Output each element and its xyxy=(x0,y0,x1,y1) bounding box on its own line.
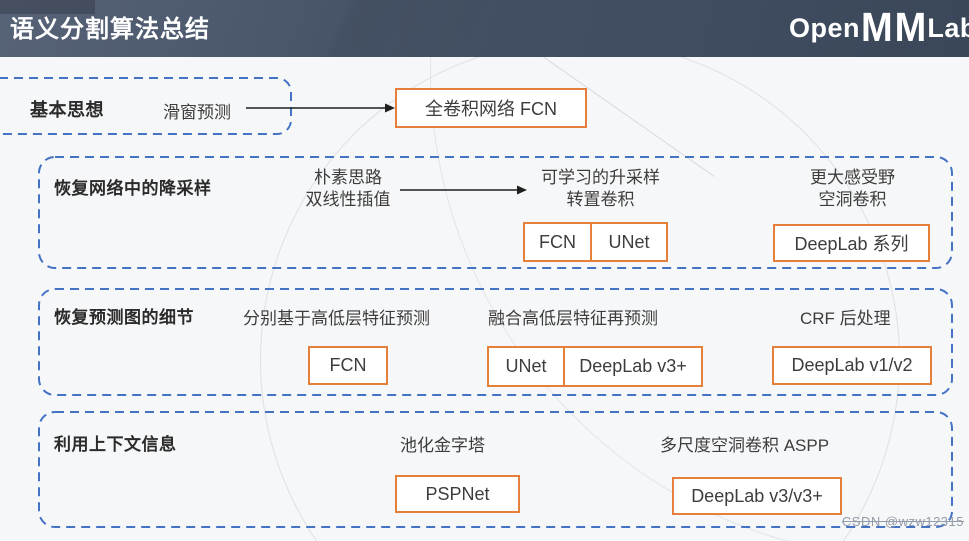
label-line: 转置卷积 xyxy=(566,190,635,209)
flow-arrow xyxy=(400,185,527,195)
logo-text-lab: Lab xyxy=(927,13,969,43)
dashed-border xyxy=(38,411,953,528)
label-sliding-window: 滑窗预测 xyxy=(163,103,231,122)
label-separate-prediction: 分别基于高低层特征预测 xyxy=(243,309,430,328)
model-chip-fcn-full: 全卷积网络 FCN xyxy=(395,88,587,128)
logo-m-icon: M xyxy=(894,5,927,52)
label-aspp: 多尺度空洞卷积 ASPP xyxy=(660,436,830,455)
model-chip-group: FCN UNet xyxy=(523,222,668,262)
label-line: 可学习的升采样 xyxy=(541,168,660,187)
flow-arrow xyxy=(246,103,395,113)
model-chip-unet: UNet xyxy=(590,222,668,262)
section-downsampling xyxy=(38,156,953,269)
logo-m-icon: M xyxy=(861,5,893,52)
label-line: 空洞卷积 xyxy=(818,190,887,209)
section-prediction-details xyxy=(38,288,953,396)
model-chip-deeplab-v1v2: DeepLab v1/v2 xyxy=(772,346,932,385)
logo-text-open: Open xyxy=(789,13,861,43)
dashed-border xyxy=(0,77,292,135)
csdn-watermark: CSDN @wzw12315 xyxy=(841,514,964,529)
label-line: 更大感受野 xyxy=(810,168,895,187)
label-receptive-field: 更大感受野 空洞卷积 xyxy=(780,167,925,211)
section-context-info xyxy=(38,411,953,528)
model-chip-deeplab-v3plus: DeepLab v3+ xyxy=(563,346,703,387)
section-basic-idea xyxy=(0,77,292,135)
section-title-basic-idea: 基本思想 xyxy=(30,100,104,120)
section-title-context-info: 利用上下文信息 xyxy=(54,435,177,454)
page-title: 语义分割算法总结 xyxy=(10,16,210,43)
label-line: 双线性插值 xyxy=(305,190,391,209)
label-pyramid-pooling: 池化金字塔 xyxy=(400,436,485,455)
label-crf-postprocess: CRF 后处理 xyxy=(800,309,891,328)
model-chip-pspnet: PSPNet xyxy=(395,475,520,513)
model-chip-fcn: FCN xyxy=(523,222,592,262)
label-naive-approach: 朴素思路 双线性插值 xyxy=(283,167,413,211)
section-title-downsampling: 恢复网络中的降采样 xyxy=(54,179,212,198)
label-learnable-upsampling: 可学习的升采样 转置卷积 xyxy=(528,167,673,211)
label-line: 朴素思路 xyxy=(314,168,382,187)
model-chip-fcn: FCN xyxy=(308,346,388,385)
section-title-prediction-details: 恢复预测图的细节 xyxy=(54,308,194,327)
dashed-border xyxy=(38,288,953,396)
model-chip-deeplab-series: DeepLab 系列 xyxy=(773,224,930,262)
label-fused-prediction: 融合高低层特征再预测 xyxy=(488,309,658,328)
model-chip-unet: UNet xyxy=(487,346,565,387)
dashed-border xyxy=(38,156,953,269)
model-chip-deeplab-v3v3plus: DeepLab v3/v3+ xyxy=(672,477,842,515)
model-chip-group: UNet DeepLab v3+ xyxy=(487,346,703,387)
